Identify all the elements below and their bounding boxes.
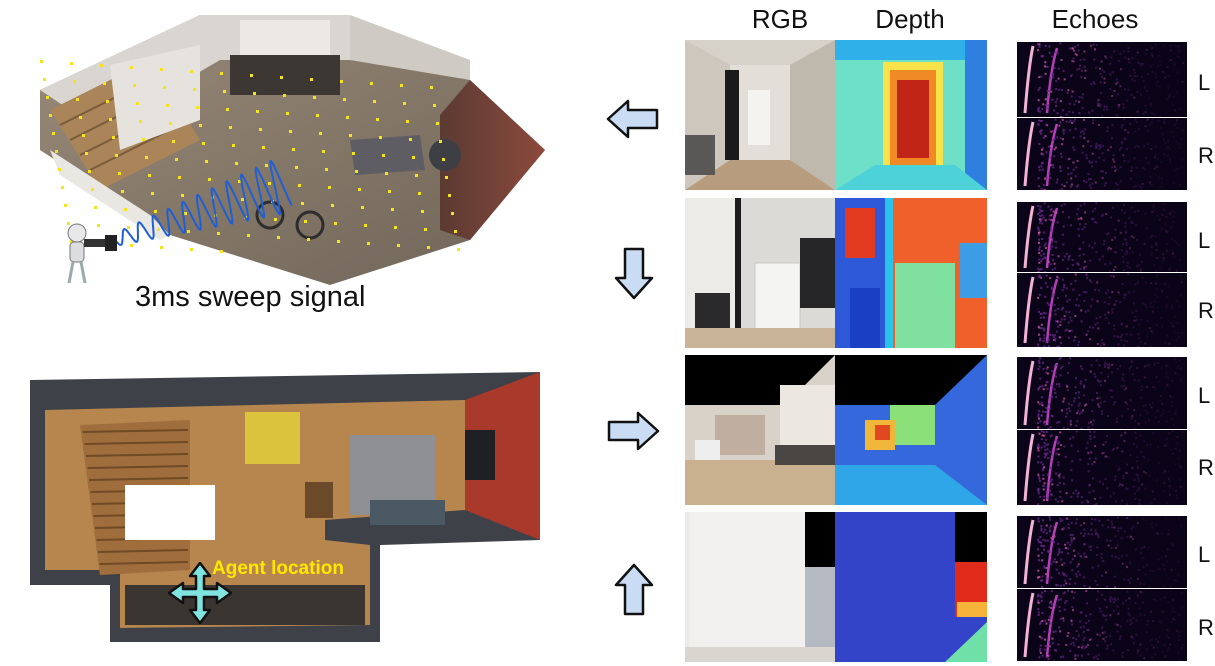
up-arrow-icon xyxy=(613,562,655,618)
channel-label-right: R xyxy=(1198,615,1214,641)
agent-location-label: Agent location xyxy=(212,558,344,580)
column-header-echoes: Echoes xyxy=(1030,4,1160,35)
depth-map-4 xyxy=(835,512,987,662)
rgb-view-4 xyxy=(685,512,835,662)
down-arrow-icon xyxy=(613,245,655,301)
scene-3d xyxy=(0,0,560,320)
row-3-direction xyxy=(605,410,661,457)
channel-label-right: R xyxy=(1198,455,1214,481)
channel-label-right: R xyxy=(1198,143,1214,169)
column-header-depth: Depth xyxy=(855,4,965,35)
channel-label-right: R xyxy=(1198,298,1214,324)
depth-map-3 xyxy=(835,355,987,505)
scene-3d-illustration xyxy=(0,0,560,320)
rgb-view-1 xyxy=(685,40,835,190)
floorplan-illustration xyxy=(25,370,545,660)
echo-spectrogram-4-left xyxy=(1017,516,1187,588)
column-header-rgb: RGB xyxy=(730,4,830,35)
depth-map-2 xyxy=(835,198,987,348)
echo-spectrogram-3-right xyxy=(1017,430,1187,505)
rgb-view-2 xyxy=(685,198,835,348)
robot-agent-icon xyxy=(68,224,117,283)
channel-label-left: L xyxy=(1198,70,1210,96)
echo-spectrogram-1-right xyxy=(1017,118,1187,190)
rgb-view-3 xyxy=(685,355,835,505)
echo-spectrogram-4-right xyxy=(1017,589,1187,661)
row-4-direction xyxy=(613,562,655,623)
channel-label-left: L xyxy=(1198,383,1210,409)
echo-spectrogram-1-left xyxy=(1017,42,1187,117)
channel-label-left: L xyxy=(1198,228,1210,254)
row-1-direction xyxy=(605,98,661,145)
floorplan-topdown xyxy=(25,370,545,660)
signal-caption: 3ms sweep signal xyxy=(135,281,366,314)
echo-spectrogram-3-left xyxy=(1017,357,1187,429)
depth-map-1 xyxy=(835,40,987,190)
left-arrow-icon xyxy=(605,98,661,140)
right-arrow-icon xyxy=(605,410,661,452)
echo-spectrogram-2-left xyxy=(1017,202,1187,272)
channel-label-left: L xyxy=(1198,542,1210,568)
row-2-direction xyxy=(613,245,655,306)
echo-spectrogram-2-right xyxy=(1017,273,1187,347)
